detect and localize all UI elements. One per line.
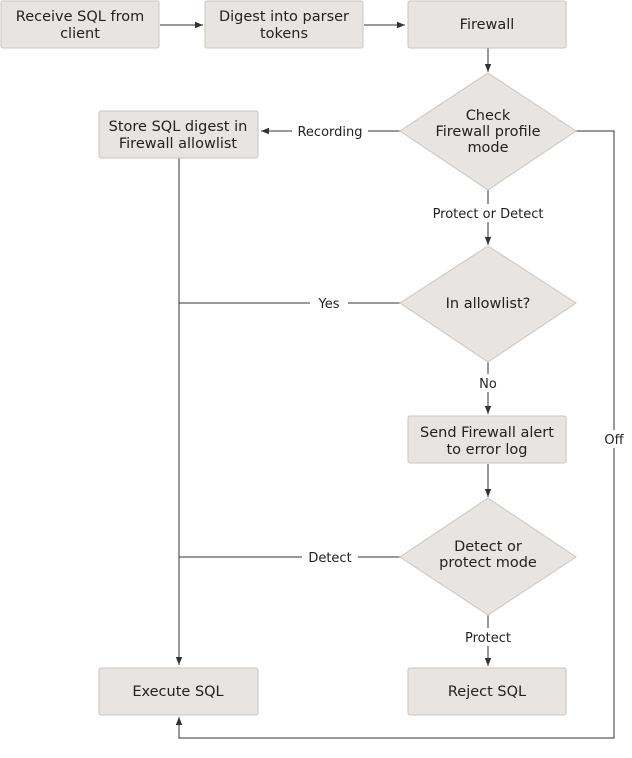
node-digest-tokens: Digest into parser tokens xyxy=(204,0,364,49)
edge-label-protect-text: Protect xyxy=(465,631,511,646)
decision-in-allowlist-line-1: In allowlist? xyxy=(446,296,531,312)
node-receive-sql-line-2: client xyxy=(60,26,100,42)
node-execute-sql: Execute SQL xyxy=(98,667,259,716)
decision-check-mode: Check Firewall profile mode xyxy=(399,72,577,191)
node-send-alert-line-2: to error log xyxy=(447,442,528,458)
decision-detect-protect-line-2: protect mode xyxy=(439,555,537,571)
node-digest-tokens-line-1: Digest into parser xyxy=(219,9,349,25)
edge-label-yes-text: Yes xyxy=(318,297,340,312)
node-send-alert: Send Firewall alert to error log xyxy=(407,415,567,464)
decision-check-mode-line-2: Firewall profile xyxy=(435,124,540,140)
node-store-digest-line-1: Store SQL digest in xyxy=(109,119,248,135)
node-store-digest: Store SQL digest in Firewall allowlist xyxy=(98,110,259,159)
node-execute-sql-line-1: Execute SQL xyxy=(132,684,223,700)
decision-check-mode-line-1: Check xyxy=(466,108,511,124)
decision-detect-protect-line-1: Detect or xyxy=(454,539,522,555)
node-send-alert-line-1: Send Firewall alert xyxy=(420,425,554,441)
edge-label-no: No xyxy=(474,374,502,392)
node-receive-sql: Receive SQL from client xyxy=(0,0,160,49)
decision-in-allowlist: In allowlist? xyxy=(399,245,577,363)
node-firewall: Firewall xyxy=(407,0,567,49)
decision-check-mode-line-3: mode xyxy=(467,140,508,156)
edge-label-protect-or-detect-text: Protect or Detect xyxy=(433,207,544,222)
edge-label-no-text: No xyxy=(479,377,497,392)
node-store-digest-line-2: Firewall allowlist xyxy=(119,136,238,152)
edge-label-protect-or-detect: Protect or Detect xyxy=(430,204,546,222)
edge-label-protect: Protect xyxy=(458,628,518,646)
edge-label-yes: Yes xyxy=(310,294,348,312)
node-firewall-line-1: Firewall xyxy=(460,17,515,33)
decision-detect-protect: Detect or protect mode xyxy=(399,497,577,616)
edge-label-off: Off xyxy=(603,430,626,448)
node-reject-sql: Reject SQL xyxy=(407,667,567,716)
edge-label-detect: Detect xyxy=(302,548,358,566)
edge-label-off-text: Off xyxy=(604,433,624,448)
edge-label-recording: Recording xyxy=(292,122,368,140)
node-reject-sql-line-1: Reject SQL xyxy=(448,684,526,700)
node-receive-sql-line-1: Receive SQL from xyxy=(16,9,144,25)
edge-label-detect-text: Detect xyxy=(308,551,351,566)
edge-label-recording-text: Recording xyxy=(297,125,362,140)
node-digest-tokens-line-2: tokens xyxy=(260,26,308,42)
